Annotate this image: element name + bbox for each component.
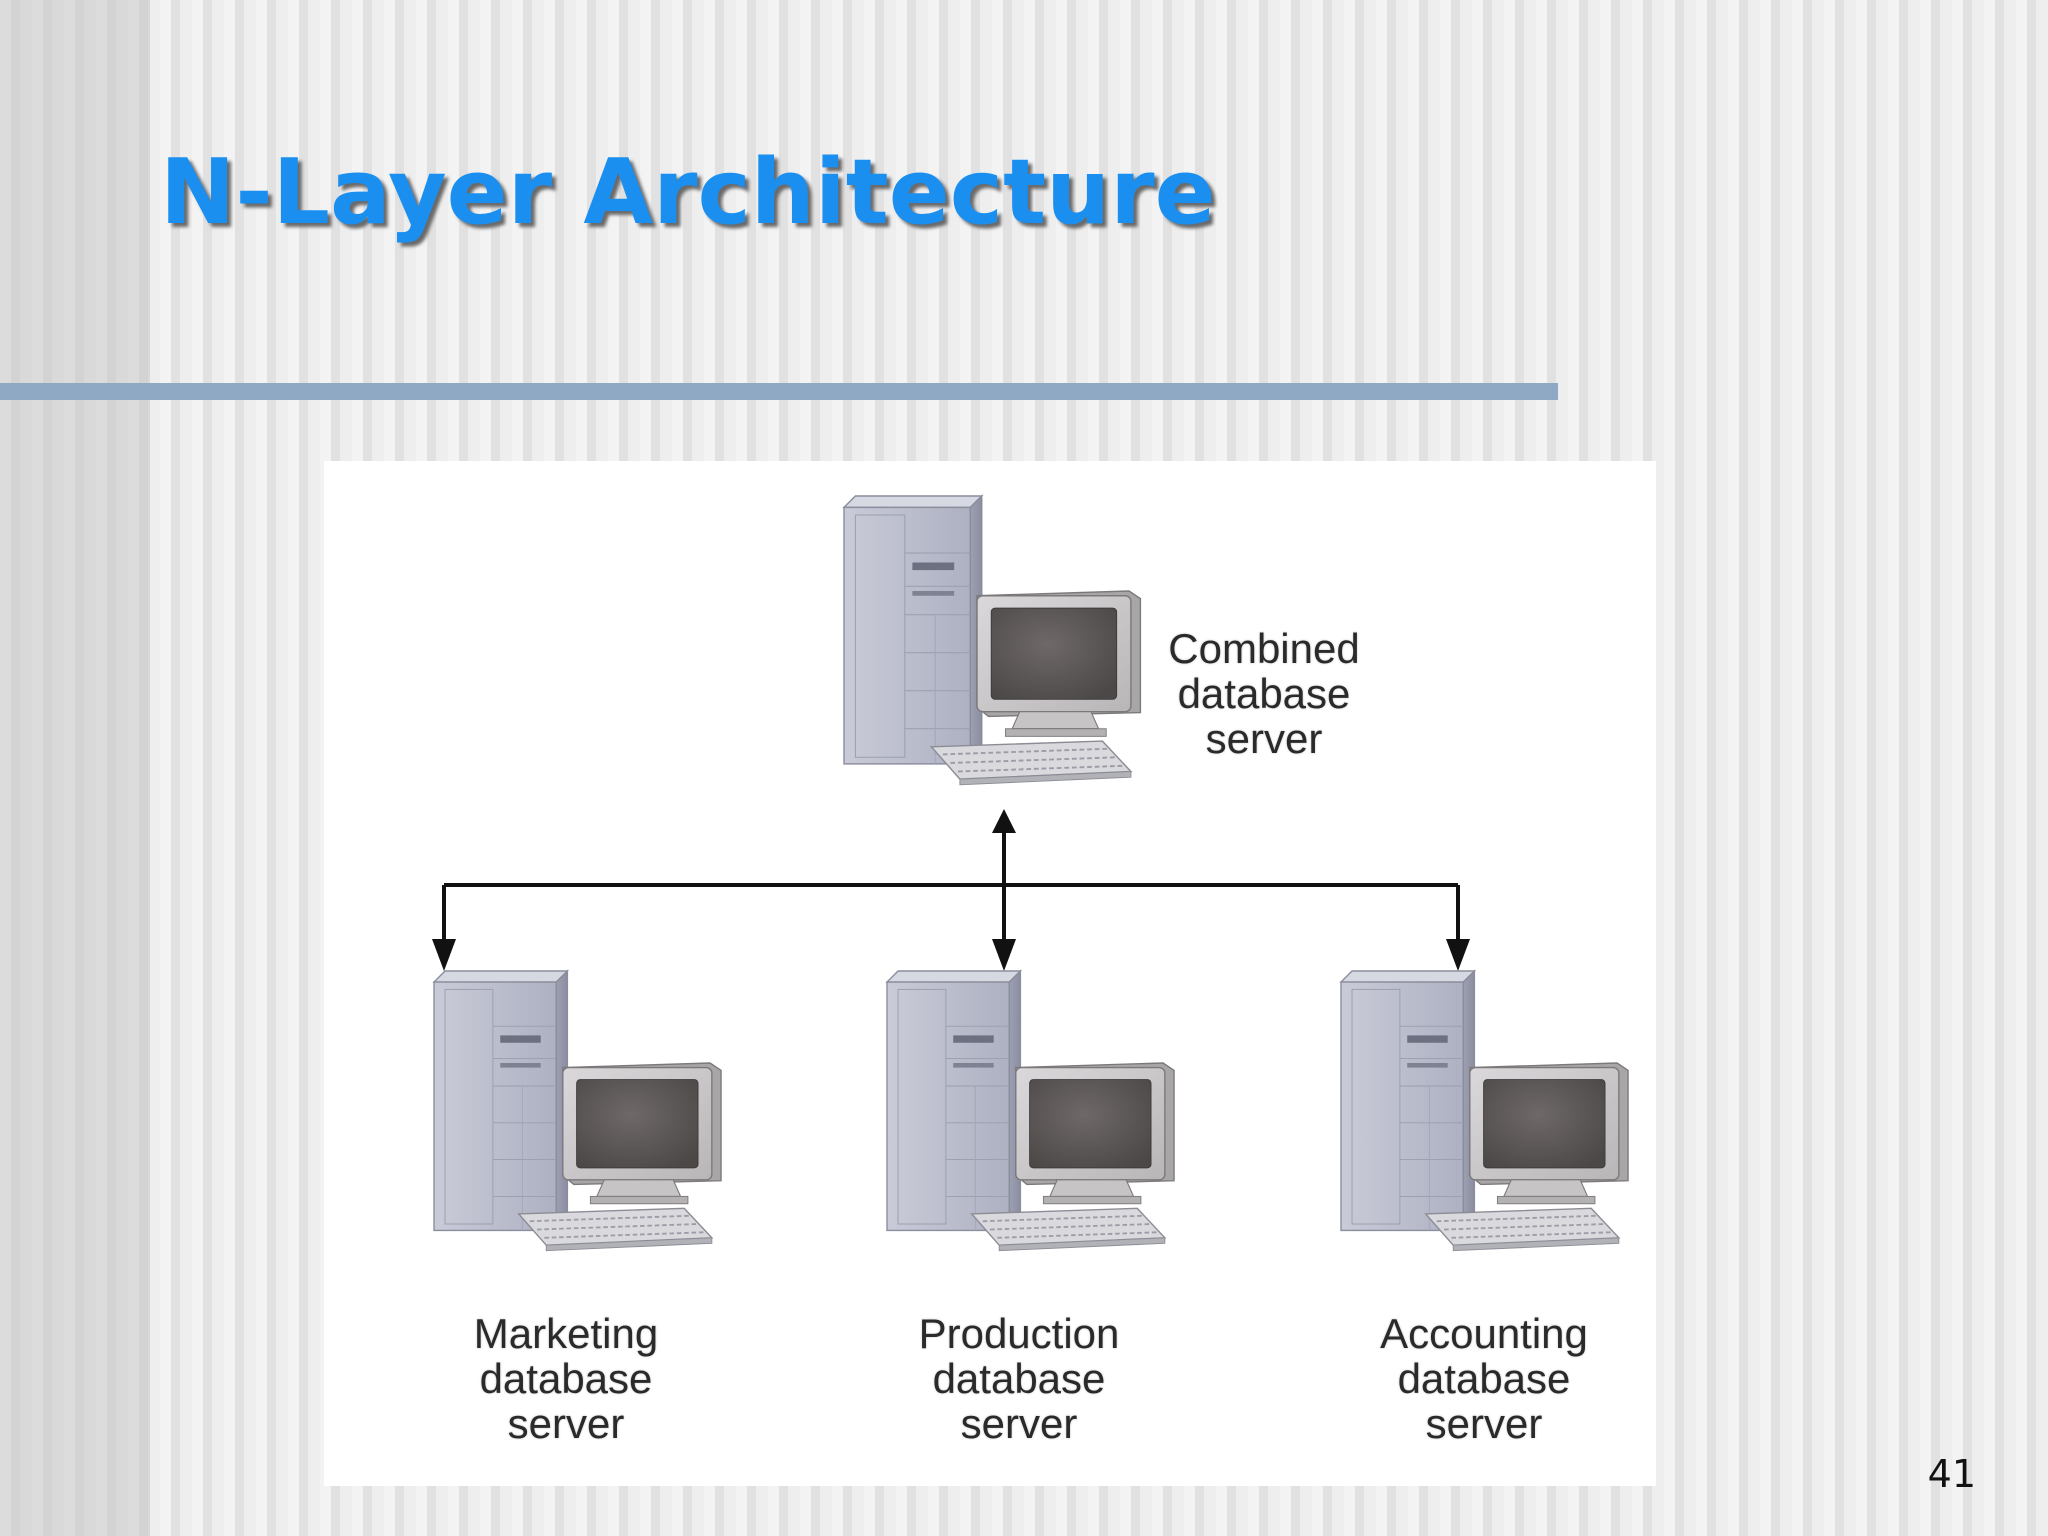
slide-title: N-Layer Architecture — [160, 140, 1216, 245]
combined-server-computer-icon — [843, 495, 1142, 786]
production-server-computer-icon — [886, 970, 1175, 1252]
title-divider — [0, 383, 1558, 400]
diagram-canvas — [432, 495, 1629, 1252]
marketing-server-label: Marketing database server — [473, 1310, 659, 1447]
accounting-server-computer-icon — [1340, 970, 1629, 1252]
combined-server-label: Combined database server — [1168, 625, 1360, 762]
bidirectional-arrow-icon — [432, 809, 1470, 971]
page-number: 41 — [1927, 1452, 1976, 1496]
marketing-server-computer-icon — [433, 970, 722, 1252]
accounting-server-label: Accounting database server — [1380, 1310, 1588, 1447]
diagram-panel: Combined database server Marketing datab… — [324, 461, 1656, 1486]
production-server-label: Production database server — [918, 1310, 1120, 1447]
